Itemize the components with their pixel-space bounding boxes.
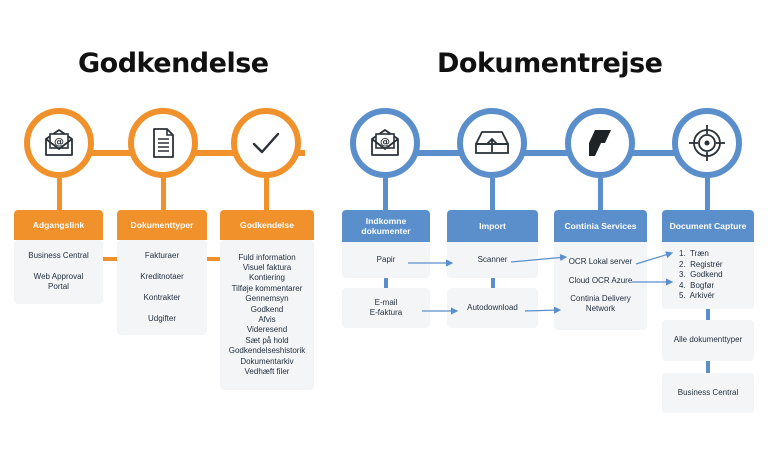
list-item: 2. Registrér [679,259,723,269]
list-item: Business Central [677,387,739,397]
list-item: Scanner [477,254,508,264]
document-types-card: Fakturaer Kreditnotaer Kontrakter Udgift… [117,240,207,335]
list-item: Vedhæft filer [244,367,290,377]
scanner-upload-icon [475,131,509,154]
connector-stem [161,178,166,210]
list-item: Cloud OCR Azure [568,275,633,285]
column-header-godkendelse: Godkendelse [220,210,314,240]
list-item: 5. Arkivér [679,291,715,301]
connector-link [207,257,221,261]
list-item: Portal [48,282,69,292]
list-item: Sæt på hold [245,335,289,345]
all-document-types-box: Alle dokumenttyper [662,320,754,361]
list-item: Business Central [28,251,89,261]
list-item: Fuld information [238,252,296,262]
list-item: Continia Delivery [570,294,631,303]
target-icon [689,125,725,161]
connector-stem [598,178,603,210]
approval-link-circle: @ [24,108,94,178]
approval-features-card: Fuld information Visuel faktura Kontieri… [220,240,314,390]
godkendelse-title: Godkendelse [78,48,269,79]
list-item: Network [585,304,616,314]
connector-stem [490,178,495,210]
column-header-continia-services: Continia Services [554,210,647,242]
list-item: Afvis [258,315,276,324]
column-header-dokumenttyper: Dokumenttyper [117,210,207,240]
column-header-import: Import [447,210,538,242]
list-item: Gennemsyn [245,294,289,304]
list-item: Web Approval [33,271,84,281]
papir-box: Papir [342,242,430,278]
approval-circle [231,108,301,178]
list-item: Udgifter [147,313,176,323]
document-types-circle [128,108,198,178]
arrow [510,253,568,263]
connector-stem [383,178,388,210]
connector-stem [264,178,269,210]
list-item: Kontiering [248,273,286,283]
list-item: Papir [376,254,396,264]
header-line: dokumenter [361,226,411,236]
list-item: Dokumentarkiv [240,356,294,366]
list-item: Visuel faktura [242,262,292,272]
column-header-adgangslink: Adgangslink [14,210,103,240]
list-item: E-mail [374,297,398,307]
business-central-box: Business Central [662,373,754,413]
dokumentrejse-title: Dokumentrejse [437,48,663,79]
connector-link [103,257,117,261]
list-item: Godkend [250,304,284,314]
connector-bar-blue [380,150,710,156]
list-item: 1. Træn [679,249,709,259]
list-item: Fakturaer [144,250,180,260]
autodownload-box: Autodownload [447,288,538,328]
arrow [635,251,674,265]
envelope-at-icon: @ [45,129,73,156]
list-item: Tilføje kommentarer [231,283,303,293]
connector-link [706,309,710,320]
svg-text:@: @ [380,137,390,148]
list-item: Alle dokumenttyper [673,335,743,345]
import-circle [457,108,527,178]
column-header-document-capture: Document Capture [662,210,754,242]
svg-text:@: @ [54,137,64,148]
access-link-card: Business Central Web Approval Portal [14,240,103,304]
envelope-at-icon: @ [371,129,399,156]
column-header-indkomne-dokumenter: Indkomne dokumenter [342,210,430,242]
connector-link [706,361,710,373]
checkmark-icon [252,132,280,154]
email-efaktura-box: E-mail E-faktura [342,288,430,328]
continia-services-card: OCR Lokal server Cloud OCR Azure Contini… [554,242,647,330]
list-item: 3. Godkend [679,270,723,280]
document-capture-circle [672,108,742,178]
connector-stem [57,178,62,210]
connector-link [384,278,388,288]
list-item: Kreditnotaer [140,271,184,281]
list-item: E-faktura [369,308,403,317]
scanner-box: Scanner [447,242,538,278]
list-item: Autodownload [467,302,518,312]
incoming-documents-circle: @ [350,108,420,178]
list-item: OCR Lokal server [568,257,633,267]
list-item: Godkendelseshistorik [228,346,306,356]
list-item: Videresend [246,325,288,335]
capture-steps-card: 1. Træn 2. Registrér 3. Godkend 4. Bogfø… [662,242,754,309]
list-item: 4. Bogfør [679,280,715,290]
connector-link [491,278,495,288]
connector-stem [705,178,710,210]
list-item: Kontrakter [143,292,181,302]
continia-services-circle [565,108,635,178]
document-icon [153,128,174,158]
header-line: Indkomne [365,216,407,226]
arrow [524,306,562,314]
continia-logo-icon [589,130,611,156]
